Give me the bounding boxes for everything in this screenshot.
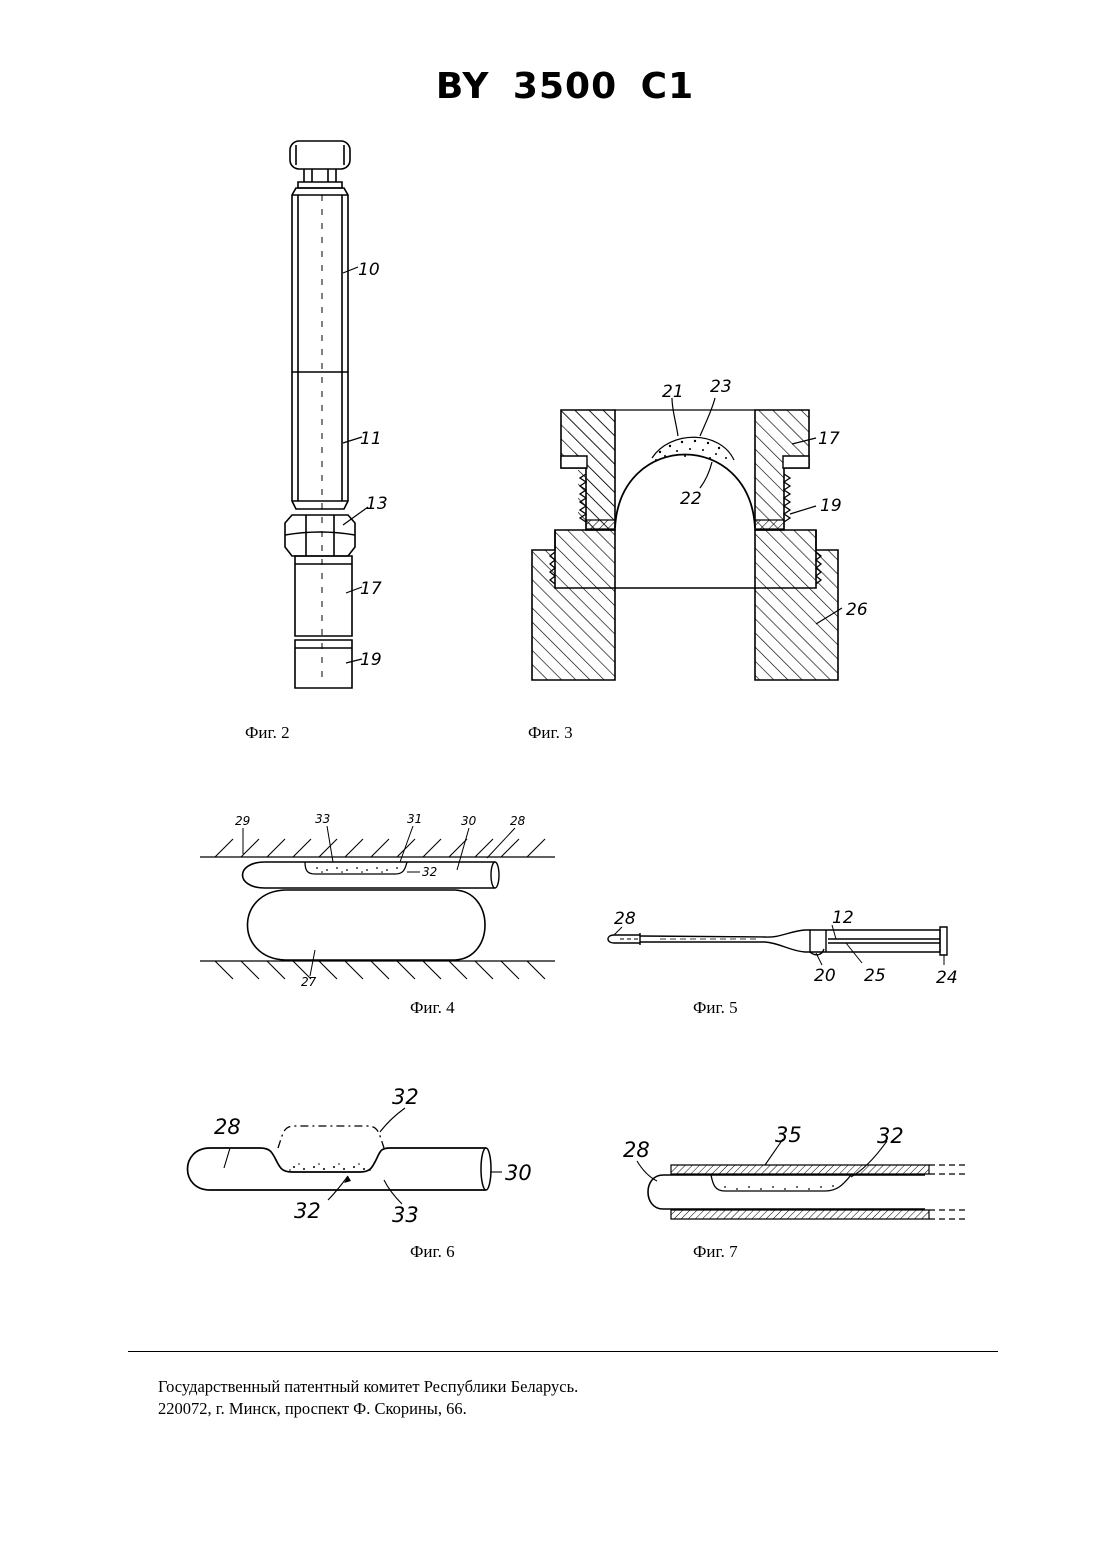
fig4-ref-28: 28 (510, 814, 526, 828)
figure-6-drawing: 28 32 30 32 33 (180, 1080, 550, 1230)
fig5-ref-12: 12 (832, 908, 854, 928)
fig5-ref-28: 28 (614, 909, 636, 929)
fig4-ref-31: 31 (407, 812, 422, 826)
fig2-ref-19: 19 (360, 650, 382, 670)
fig3-ref-17: 17 (818, 429, 840, 449)
figure-7-caption: Фиг. 7 (693, 1242, 738, 1262)
fig2-ref-10: 10 (358, 260, 380, 280)
figure-3-drawing: 21 23 17 22 19 26 (520, 370, 900, 690)
figure-2-caption: Фиг. 2 (245, 723, 290, 743)
fig3-ref-22: 22 (680, 489, 702, 509)
figure-6-caption: Фиг. 6 (410, 1242, 455, 1262)
figure-4-drawing: 29 33 31 30 28 32 27 (195, 810, 565, 990)
fig6-ref-33: 33 (392, 1203, 419, 1227)
fig5-ref-24: 24 (936, 968, 958, 988)
footer-line-organization: Государственный патентный комитет Респуб… (158, 1376, 578, 1398)
figure-2-drawing: 10 11 13 17 19 (240, 135, 420, 695)
fig5-ref-20: 20 (814, 966, 836, 986)
fig3-ref-26: 26 (846, 600, 868, 620)
fig4-ref-33: 33 (315, 812, 330, 826)
fig7-ref-28: 28 (623, 1138, 650, 1162)
fig7-ref-32: 32 (877, 1124, 904, 1148)
fig2-ref-17: 17 (360, 579, 382, 599)
fig4-ref-27: 27 (301, 975, 317, 989)
fig4-ref-32: 32 (422, 865, 437, 879)
fig2-ref-13: 13 (366, 494, 388, 514)
figure-5-drawing: 28 12 20 25 24 (600, 905, 970, 990)
fig3-ref-19: 19 (820, 496, 842, 516)
figure-4-caption: Фиг. 4 (410, 998, 455, 1018)
patent-number-title: BY 3500 C1 (0, 66, 1100, 107)
fig2-ref-11: 11 (360, 429, 382, 449)
footer-divider (128, 1351, 998, 1352)
footer-publisher: Государственный патентный комитет Респуб… (158, 1376, 578, 1420)
fig5-ref-25: 25 (864, 966, 886, 986)
fig7-ref-35: 35 (775, 1123, 802, 1147)
fig4-ref-30: 30 (461, 814, 477, 828)
figure-7-drawing: 28 35 32 (615, 1115, 975, 1230)
fig3-ref-23: 23 (710, 377, 732, 397)
figure-3-caption: Фиг. 3 (528, 723, 573, 743)
figure-5-caption: Фиг. 5 (693, 998, 738, 1018)
fig6-ref-28: 28 (214, 1115, 241, 1139)
footer-line-address: 220072, г. Минск, проспект Ф. Скорины, 6… (158, 1398, 578, 1420)
fig3-ref-21: 21 (662, 382, 684, 402)
fig6-ref-32-top: 32 (392, 1085, 419, 1109)
fig4-ref-29: 29 (235, 814, 250, 828)
fig6-ref-32-bottom: 32 (294, 1199, 321, 1223)
fig6-ref-30: 30 (505, 1161, 532, 1185)
